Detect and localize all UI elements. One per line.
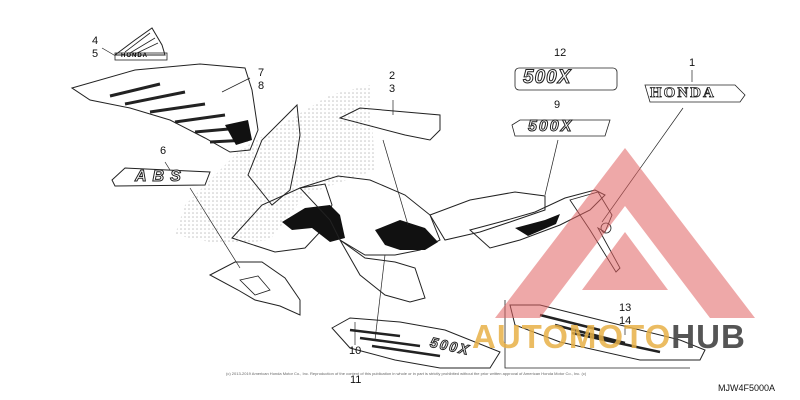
watermark-text: AUTOMOTOHUB bbox=[472, 318, 746, 356]
shroud-decal-7-8 bbox=[70, 63, 259, 153]
model-500x-mid: 500X bbox=[527, 118, 574, 136]
side-decal-13-14 bbox=[509, 304, 706, 361]
callout-3: 3 bbox=[389, 83, 396, 95]
strip-decal-2-3 bbox=[338, 107, 441, 141]
callout-9: 9 bbox=[554, 99, 561, 111]
tail-decal bbox=[515, 214, 560, 236]
honda-emblem-outline bbox=[644, 84, 746, 103]
callout-1: 1 bbox=[689, 57, 696, 69]
leader-9 bbox=[544, 139, 559, 196]
callout-11: 11 bbox=[350, 374, 362, 386]
copyright-notice: (c) 2013-2019 American Honda Motor Co., … bbox=[226, 371, 586, 376]
honda-wing-feathers bbox=[124, 32, 159, 55]
shroud-decal-black bbox=[225, 120, 252, 145]
watermark-auto: AUTOMOTO bbox=[472, 318, 672, 355]
lower-decal-10-11 bbox=[331, 317, 501, 369]
callout-10: 10 bbox=[349, 345, 362, 357]
abs-decal bbox=[111, 167, 211, 187]
watermark-hub: HUB bbox=[671, 318, 746, 355]
callout-2: 2 bbox=[389, 70, 396, 82]
abs-text: ABS bbox=[135, 168, 187, 186]
tank-decal-black bbox=[375, 220, 438, 250]
side-decal-13-14-pattern bbox=[539, 313, 661, 354]
shroud-decal-pattern bbox=[109, 82, 249, 144]
callout-8: 8 bbox=[258, 80, 265, 92]
leader-10-11 bbox=[374, 254, 386, 341]
leader-7-8 bbox=[221, 77, 251, 93]
leader-2-3-tank bbox=[382, 139, 409, 226]
seat bbox=[429, 191, 546, 241]
stipple-area bbox=[175, 85, 375, 245]
callout-14: 14 bbox=[619, 315, 632, 327]
honda-wing-emblem bbox=[113, 27, 166, 56]
model-500x-top: 500X bbox=[522, 67, 572, 89]
headlight-stripe bbox=[239, 275, 271, 296]
honda-wing-base bbox=[114, 52, 168, 61]
callout-5: 5 bbox=[92, 48, 99, 60]
emblem-500x-box bbox=[514, 67, 618, 91]
callout-12: 12 bbox=[554, 47, 567, 59]
lower-decal-10-11-pattern bbox=[349, 328, 441, 358]
honda-wing-text: HONDA bbox=[121, 53, 148, 59]
leader-6-body bbox=[189, 187, 241, 269]
callout-6: 6 bbox=[160, 145, 167, 157]
callout-13: 13 bbox=[619, 302, 632, 314]
fairing-decal-black bbox=[282, 205, 345, 242]
callout-7: 7 bbox=[258, 67, 265, 79]
leader-6 bbox=[164, 161, 171, 171]
windscreen bbox=[247, 103, 301, 206]
emblem-500x-mid bbox=[511, 119, 611, 137]
honda-mark-text: HONDA bbox=[650, 85, 716, 102]
front-cowl bbox=[231, 183, 333, 253]
lower-side-panel bbox=[339, 239, 426, 303]
leader-4-5 bbox=[101, 47, 115, 56]
front-lower-cowl bbox=[208, 261, 301, 316]
bracket-13-14 bbox=[504, 300, 690, 369]
callout-4: 4 bbox=[92, 35, 99, 47]
watermark-triangle-logo bbox=[495, 148, 755, 318]
part-code: MJW4F5000A bbox=[718, 383, 776, 393]
